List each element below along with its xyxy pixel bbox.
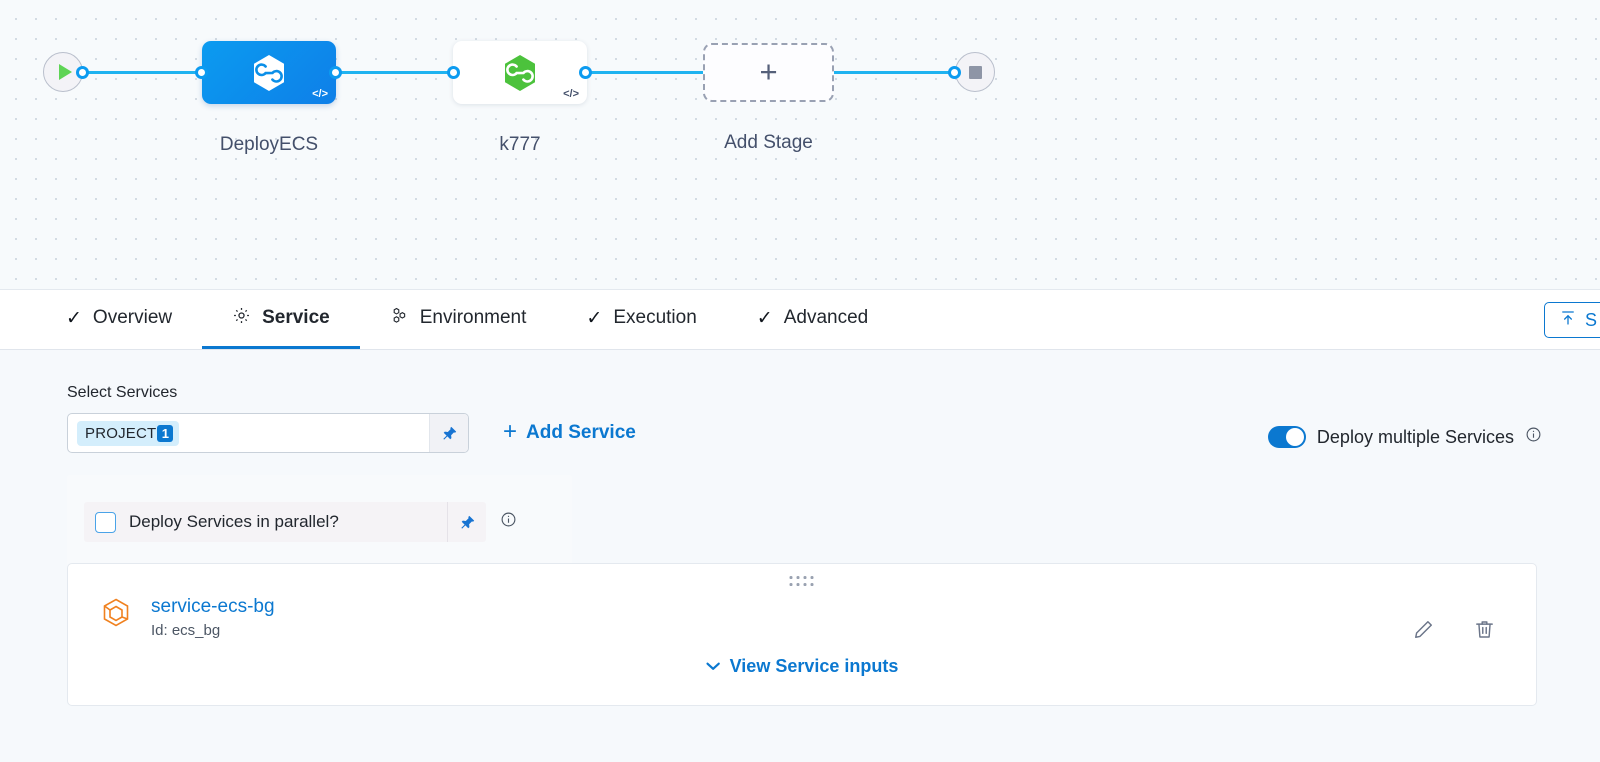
plus-icon: +: [759, 53, 778, 89]
stage-label-k777: k777: [499, 134, 541, 155]
deploy-multiple-services-toggle[interactable]: [1267, 426, 1306, 448]
tab-advanced[interactable]: ✓ Advanced: [727, 290, 898, 349]
harness-hexagon-icon: [254, 54, 284, 91]
connector-dot-stage1-in[interactable]: [195, 66, 208, 79]
service-select[interactable]: PROJECT 1: [67, 413, 469, 453]
edge-start-to-stage1: [83, 71, 208, 74]
save-template-icon: [1559, 309, 1577, 332]
chevron-down-icon: [706, 659, 721, 674]
edge-stage1-to-stage2: [330, 71, 460, 74]
save-template-button[interactable]: S: [1543, 302, 1600, 338]
edge-add-to-end: [830, 71, 962, 74]
drag-handle-icon[interactable]: [789, 576, 815, 587]
connector-dot-end[interactable]: [948, 66, 961, 79]
pipeline-stage-k777[interactable]: </>: [453, 41, 587, 104]
connector-dot-stage2-in[interactable]: [447, 66, 460, 79]
tab-execution[interactable]: ✓ Execution: [556, 290, 726, 349]
check-icon: ✓: [66, 307, 82, 329]
pin-parallel-button[interactable]: [447, 502, 486, 542]
view-service-inputs-button[interactable]: View Service inputs: [706, 656, 899, 677]
info-icon[interactable]: [500, 511, 517, 533]
tab-label: Service: [262, 307, 330, 328]
check-icon: ✓: [586, 307, 603, 329]
select-services-row: PROJECT 1 + Add Service: [67, 413, 1600, 453]
connector-dot-stage1-out[interactable]: [329, 66, 342, 79]
stop-icon: [968, 65, 982, 79]
save-template-label: S: [1584, 309, 1597, 330]
pipeline-end-node[interactable]: [955, 52, 995, 92]
add-stage-label: Add Stage: [724, 132, 813, 153]
play-icon: [58, 64, 72, 80]
tab-label: Execution: [613, 307, 697, 328]
pencil-icon[interactable]: [1412, 618, 1435, 646]
selected-service-chip[interactable]: PROJECT 1: [77, 420, 180, 446]
pin-icon: [460, 515, 474, 529]
pipeline-canvas[interactable]: </> </> + DeployECS k777 Add Stage: [0, 0, 1600, 290]
stage-tab-bar: ✓ Overview Service Environment ✓ Executi…: [0, 290, 1600, 350]
infrastructure-icon: [390, 306, 409, 331]
tab-environment[interactable]: Environment: [360, 290, 557, 349]
deploy-multiple-services-row: Deploy multiple Services: [1267, 426, 1542, 448]
service-card-main: service-ecs-bg Id: ecs_bg: [98, 596, 275, 639]
view-service-inputs-label: View Service inputs: [729, 656, 899, 676]
edge-stage2-to-add: [580, 71, 708, 74]
add-service-button[interactable]: + Add Service: [503, 418, 636, 445]
tab-label: Environment: [419, 307, 527, 328]
deploy-parallel-highlight: Deploy Services in parallel?: [67, 475, 572, 569]
gear-icon: [232, 306, 251, 331]
service-cube-icon: [98, 596, 134, 637]
pin-icon: [442, 426, 456, 440]
service-id-text: Id: ecs_bg: [151, 622, 221, 640]
info-icon[interactable]: [1525, 426, 1542, 448]
deploy-parallel-field[interactable]: Deploy Services in parallel?: [84, 502, 486, 542]
check-icon: ✓: [756, 307, 773, 329]
chip-label: PROJECT: [85, 424, 157, 442]
add-service-label: Add Service: [526, 422, 636, 443]
code-badge-icon: </>: [563, 88, 579, 100]
plus-icon: +: [503, 418, 518, 445]
deploy-parallel-label: Deploy Services in parallel?: [129, 512, 339, 531]
harness-hexagon-green-icon: [505, 54, 535, 91]
tab-label: Overview: [92, 307, 173, 328]
trash-icon[interactable]: [1473, 618, 1496, 646]
service-panel: Select Services PROJECT 1 + Add Service …: [0, 350, 1600, 762]
select-services-label: Select Services: [67, 384, 178, 401]
pipeline-stage-deployecs[interactable]: </>: [202, 41, 336, 104]
tab-service[interactable]: Service: [202, 290, 360, 349]
code-badge-icon: </>: [312, 88, 328, 100]
service-select-field[interactable]: PROJECT 1: [68, 414, 429, 452]
tab-overview[interactable]: ✓ Overview: [36, 290, 202, 349]
stage-label-deployecs: DeployECS: [219, 134, 319, 155]
deploy-parallel-checkbox[interactable]: [95, 511, 116, 533]
pin-service-button[interactable]: [429, 414, 468, 452]
service-name-link[interactable]: service-ecs-bg: [151, 596, 275, 617]
add-stage-button[interactable]: +: [703, 43, 834, 102]
tab-label: Advanced: [783, 307, 869, 328]
connector-dot-stage2-out[interactable]: [579, 66, 592, 79]
connector-dot-start[interactable]: [76, 66, 89, 79]
service-card-actions: [1412, 618, 1496, 646]
deploy-multiple-services-label: Deploy multiple Services: [1316, 426, 1514, 447]
service-card[interactable]: service-ecs-bg Id: ecs_bg View Service i…: [67, 563, 1537, 706]
chip-count-badge: 1: [157, 424, 174, 442]
